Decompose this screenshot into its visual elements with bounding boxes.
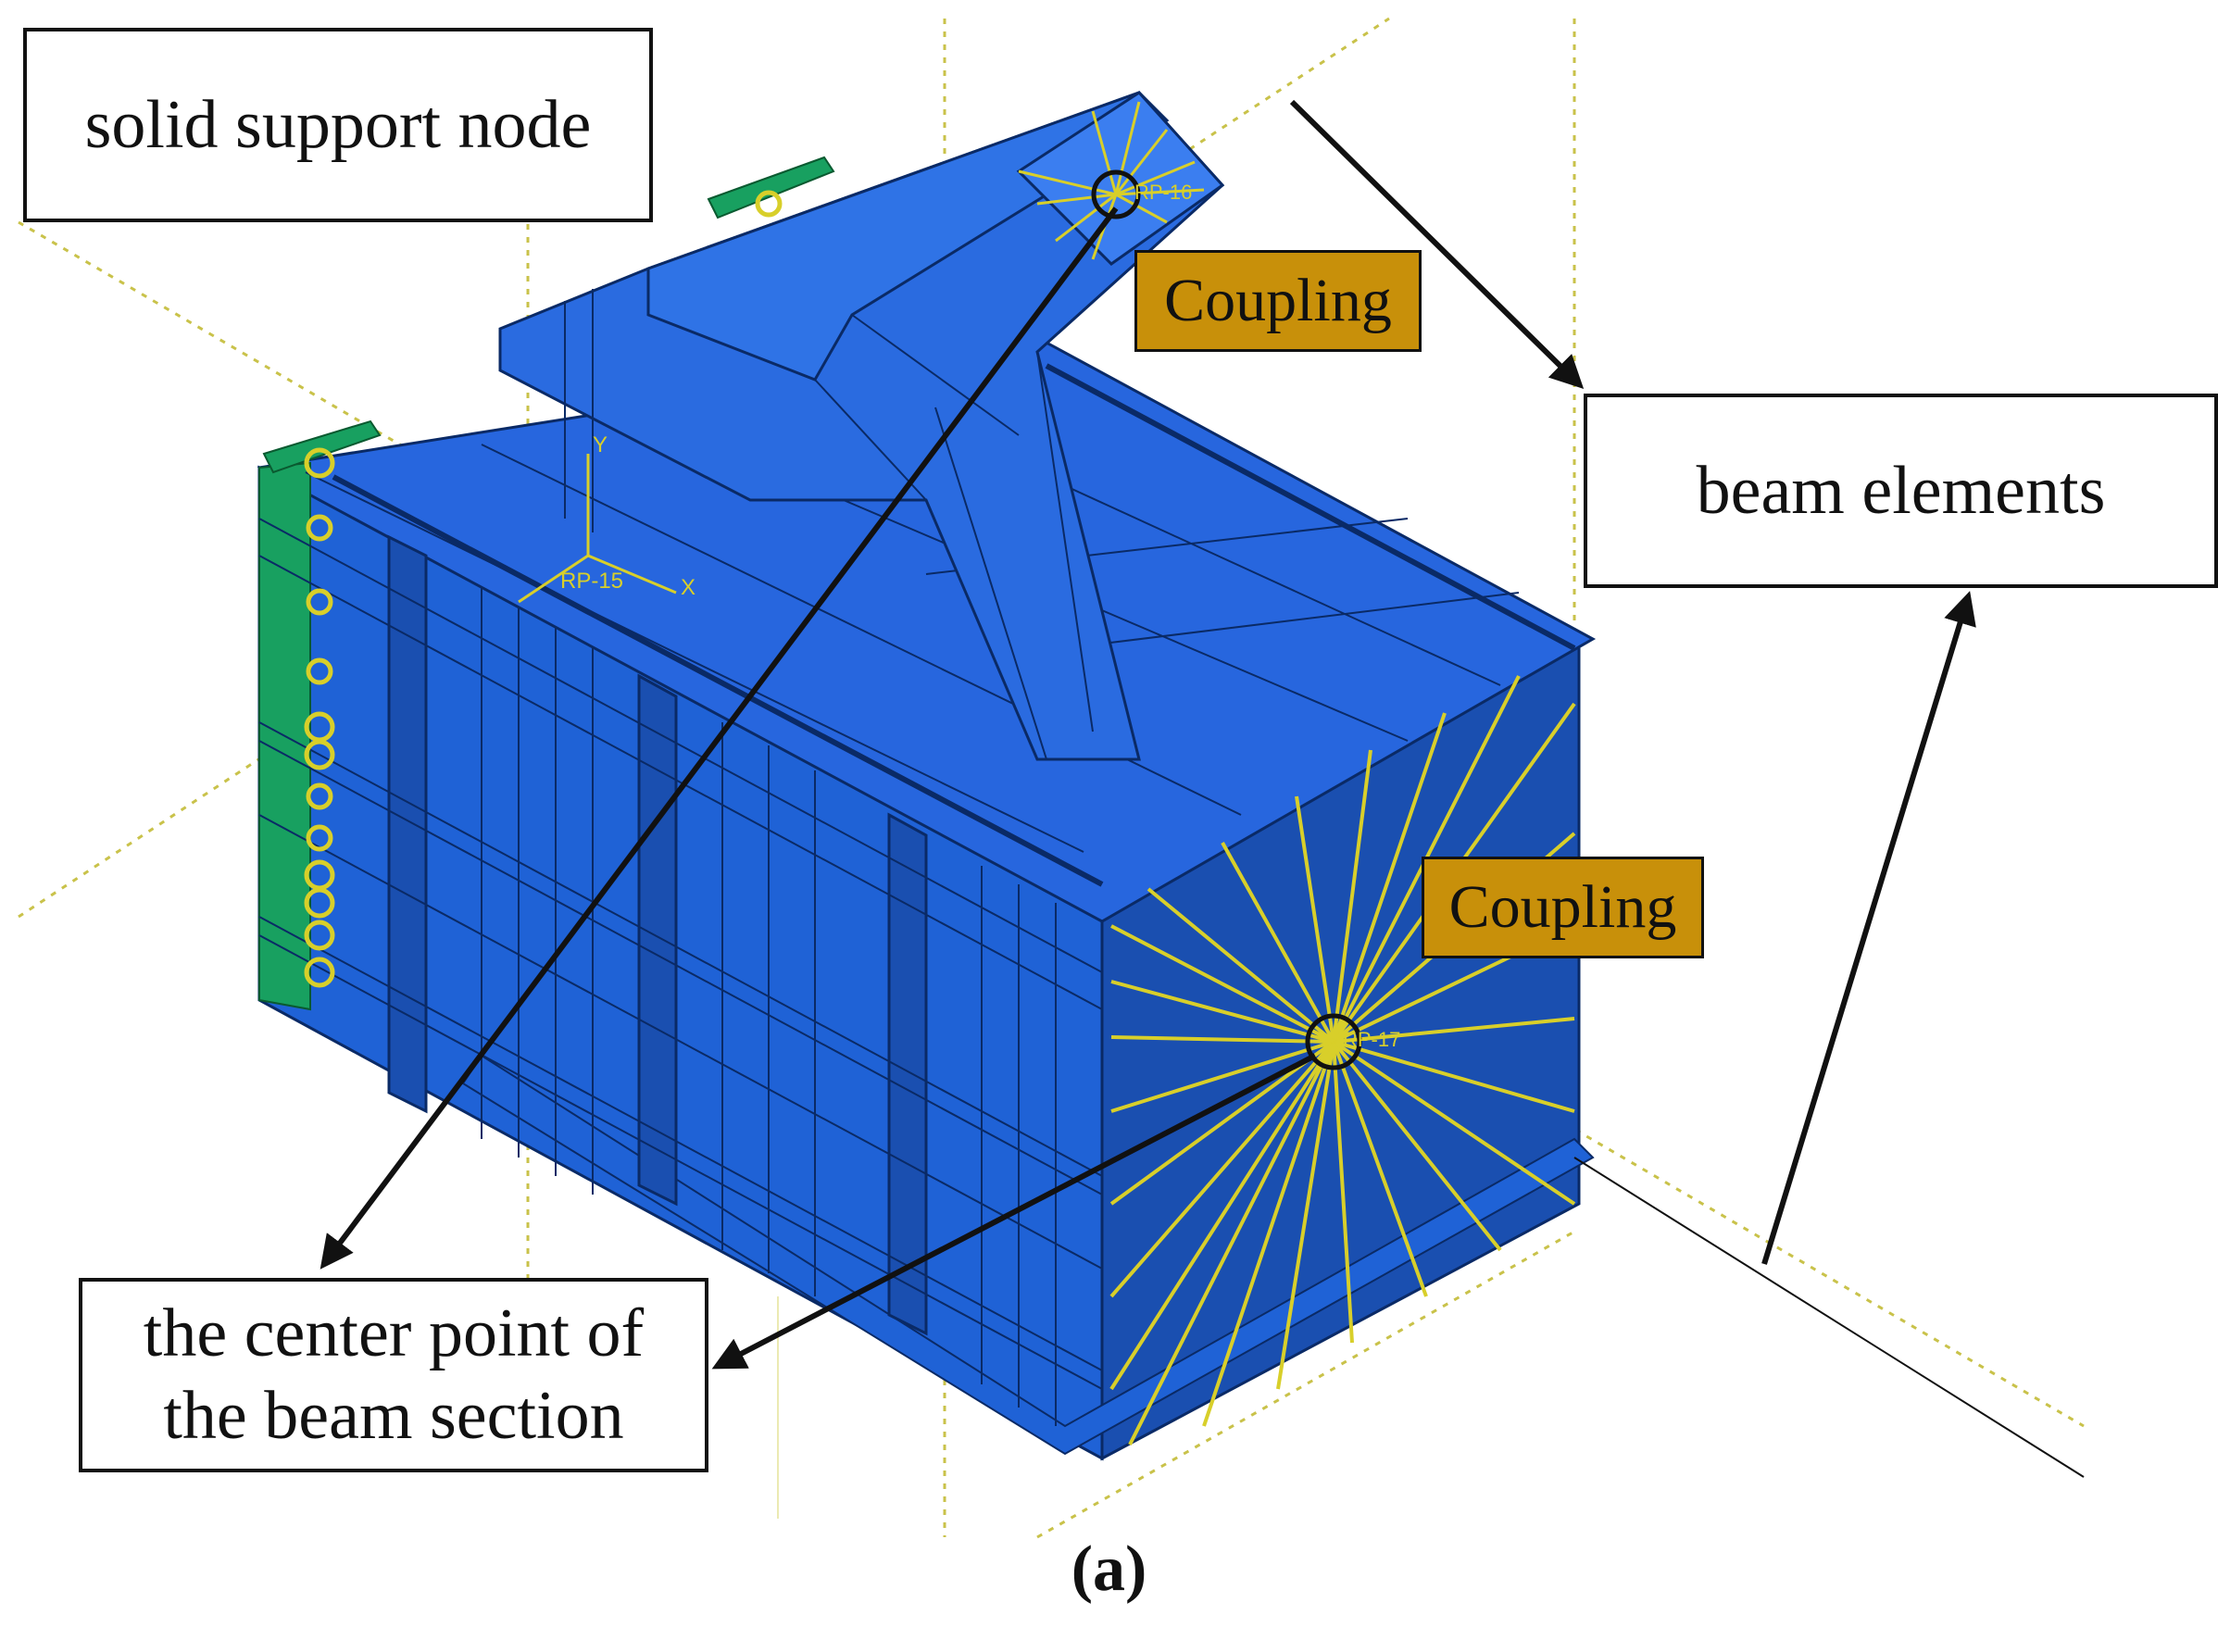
rp17-tag: RP-17 bbox=[1343, 1028, 1400, 1051]
rp15-tag: RP-15 bbox=[560, 569, 623, 594]
coupling-label-top: Coupling bbox=[1134, 250, 1422, 352]
figure-caption: (a) bbox=[1071, 1533, 1147, 1605]
center-point-label: the center point of the beam section bbox=[79, 1278, 708, 1472]
beam-elements-text: beam elements bbox=[1696, 452, 2106, 529]
axis-triad bbox=[518, 454, 677, 604]
solid-support-node-label: solid support node bbox=[23, 28, 653, 222]
axis-y-label: Y bbox=[593, 432, 608, 457]
support-node-rings bbox=[304, 190, 783, 988]
coupling-label-bottom: Coupling bbox=[1422, 857, 1704, 958]
center-point-line1: the center point of bbox=[143, 1295, 645, 1372]
axis-x-label: X bbox=[681, 575, 695, 600]
solid-support-node-text: solid support node bbox=[84, 86, 592, 163]
rp16-tag: RP-16 bbox=[1134, 181, 1192, 204]
beam-element-line bbox=[1573, 1157, 2085, 1478]
rp17-marker bbox=[1305, 1013, 1362, 1070]
center-point-line2: the beam section bbox=[163, 1378, 624, 1454]
beam-box-model: Y X RP-15 RP-16 RP-17 bbox=[257, 91, 2085, 1478]
leader-arrows bbox=[320, 99, 1976, 1370]
beam-elements-label: beam elements bbox=[1584, 394, 2218, 588]
rp16-marker bbox=[1091, 169, 1141, 219]
coupling-top-text: Coupling bbox=[1164, 267, 1392, 334]
coupling-bottom-text: Coupling bbox=[1448, 873, 1677, 941]
